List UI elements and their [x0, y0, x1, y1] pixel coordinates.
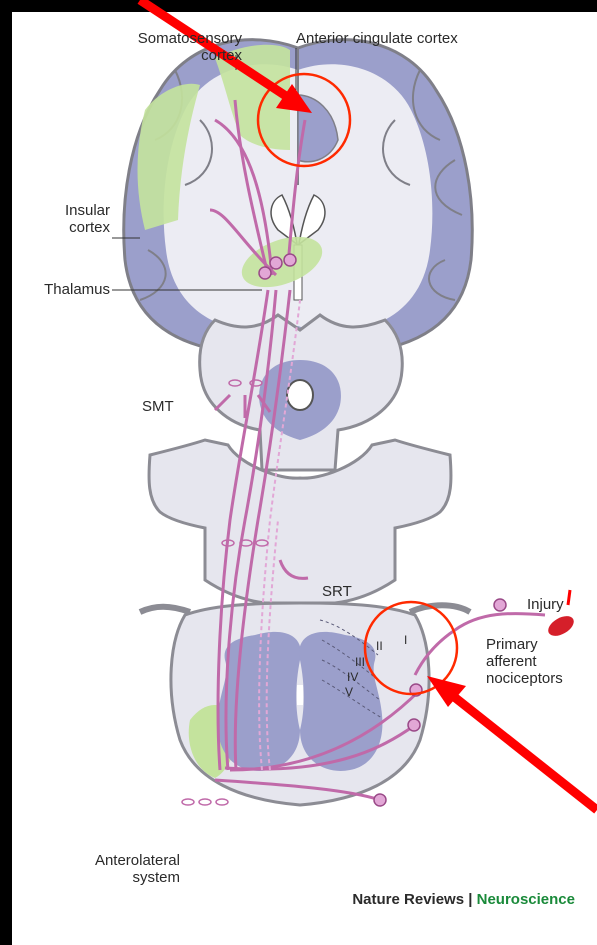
- lamina-label-1: I: [404, 634, 407, 647]
- dorsal-root-ganglion: [494, 599, 506, 611]
- spinal-cord-section: [140, 603, 470, 805]
- label-anterior-cingulate-cortex: Anterior cingulate cortex: [296, 30, 458, 47]
- label-anterolateral-system: Anterolateral system: [30, 852, 180, 886]
- grey-matter-left: [218, 632, 301, 771]
- label-smt: SMT: [142, 398, 174, 415]
- journal-credit: Nature Reviews | Neuroscience: [352, 891, 575, 908]
- dorsal-horn-neuron-3: [374, 794, 386, 806]
- label-somatosensory-cortex: Somatosensory cortex: [42, 30, 242, 64]
- label-injury: Injury: [527, 596, 564, 613]
- lamina-label-4: IV: [347, 671, 358, 684]
- injury-marker: [568, 590, 570, 605]
- dorsal-horn-neuron-2: [408, 719, 420, 731]
- credit-journal: Nature Reviews: [352, 891, 464, 908]
- credit-separator: |: [468, 891, 472, 908]
- lamina-label-3: III: [355, 656, 365, 669]
- brain-section: [124, 40, 472, 355]
- lamina-label-2: II: [376, 640, 383, 653]
- thalamic-neuron-1: [259, 267, 271, 279]
- lamina-label-5: V: [345, 686, 353, 699]
- label-thalamus: Thalamus: [10, 281, 110, 298]
- label-primary-afferent-nociceptors: Primary afferent nociceptors: [486, 636, 563, 687]
- central-canal: [297, 685, 303, 705]
- aqueduct: [287, 380, 313, 410]
- annotation-arrow-bottom: [427, 676, 597, 810]
- thalamic-neuron-2: [270, 257, 282, 269]
- label-srt: SRT: [322, 583, 352, 600]
- left-dorsal-root: [140, 607, 190, 612]
- label-insular-cortex: Insular cortex: [10, 202, 110, 236]
- credit-subject: Neuroscience: [477, 891, 575, 908]
- thalamic-neuron-3: [284, 254, 296, 266]
